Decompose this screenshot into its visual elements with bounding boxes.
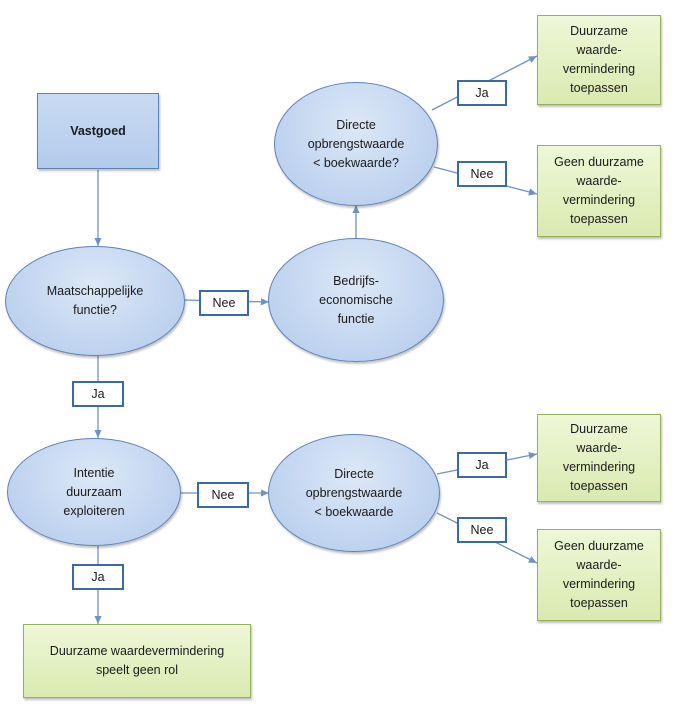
node-directe-opbrengstwaarde-bottom: Directe opbrengstwaarde < boekwaarde (268, 434, 440, 552)
edge-label-ja-intentie: Ja (72, 564, 124, 590)
node-vastgoed: Vastgoed (37, 93, 159, 169)
node-directe-opbrengstwaarde-top: Directe opbrengstwaarde < boekwaarde? (274, 82, 438, 206)
node-bedrijfseconomische-functie: Bedrijfs- economische functie (268, 238, 444, 362)
edge-label-ja-maatschappelijk: Ja (72, 381, 124, 407)
node-duurzame-toepassen-bottom: Duurzame waarde- vermindering toepassen (537, 414, 661, 502)
node-geen-duurzame-toepassen-bottom: Geen duurzame waarde- vermindering toepa… (537, 529, 661, 621)
edge-label-ja-bottom: Ja (457, 452, 507, 478)
edge-label-nee-intentie: Nee (197, 482, 249, 508)
edge-label-nee-top: Nee (457, 161, 507, 187)
node-speelt-geen-rol: Duurzame waardevermindering speelt geen … (23, 624, 251, 698)
node-duurzame-toepassen-top: Duurzame waarde- vermindering toepassen (537, 15, 661, 105)
node-geen-duurzame-toepassen-top: Geen duurzame waarde- vermindering toepa… (537, 145, 661, 237)
edge-label-ja-top: Ja (457, 80, 507, 106)
edge-label-nee-bottom: Nee (457, 517, 507, 543)
node-maatschappelijke-functie: Maatschappelijke functie? (5, 246, 185, 356)
edge-label-nee-maatschappelijk: Nee (199, 290, 249, 316)
node-intentie-duurzaam-exploiteren: Intentie duurzaam exploiteren (7, 438, 181, 546)
